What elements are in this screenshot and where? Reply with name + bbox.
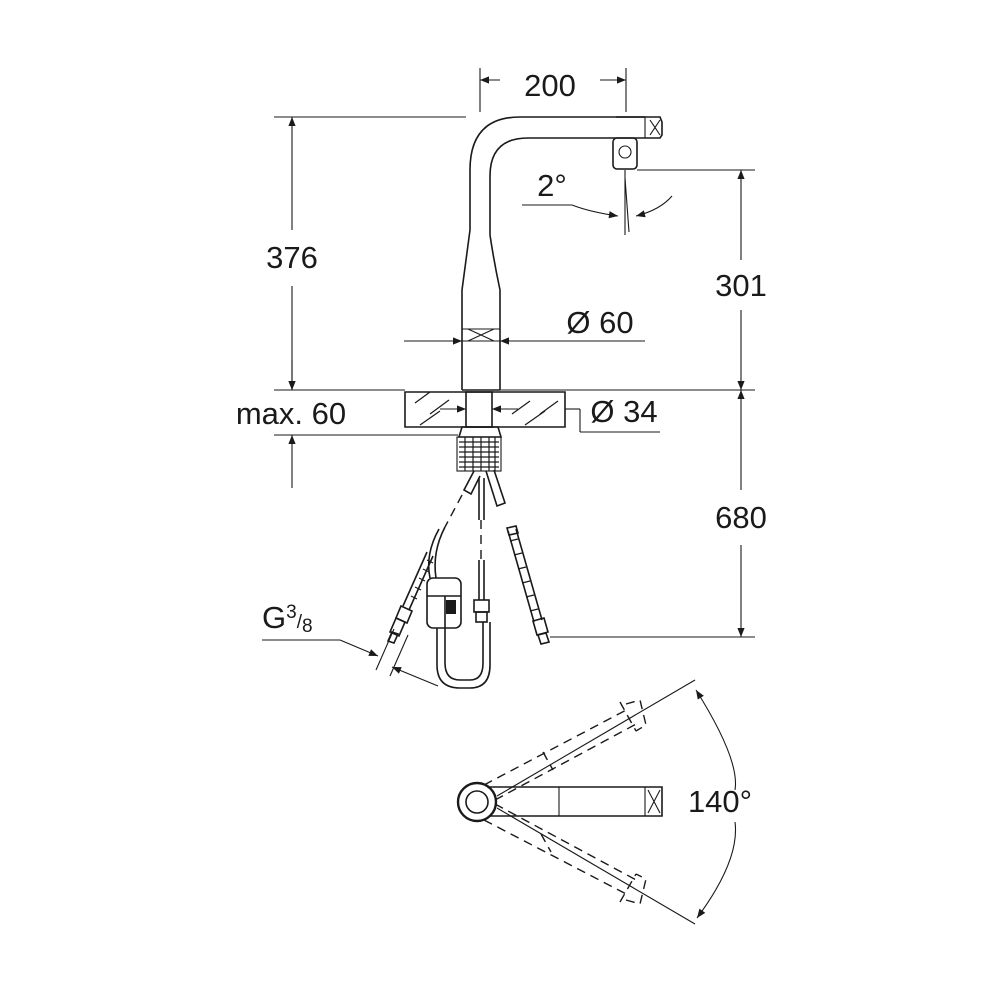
- spray-angle-label: 2°: [537, 168, 567, 203]
- thread-slash: /: [297, 612, 303, 633]
- supply-hoses: [386, 469, 551, 689]
- dimension-diameter-60: Ø 60: [404, 305, 645, 345]
- hole-diameter-label: Ø 34: [590, 394, 657, 429]
- total-height-label: 376: [266, 240, 318, 275]
- dimension-angle-2deg: 2°: [522, 168, 673, 235]
- dimension-hose-680: 680: [550, 390, 767, 638]
- countertop-section: [404, 391, 566, 472]
- hose-length-label: 680: [715, 500, 767, 535]
- dimension-height-376: 376: [266, 116, 466, 391]
- thread-numerator-label: 3: [286, 602, 297, 623]
- thread-denominator-label: 8: [302, 616, 313, 637]
- faucet-top-view: 140°: [456, 679, 752, 925]
- body-diameter-label: Ø 60: [566, 305, 633, 340]
- thread-prefix-label: G: [262, 600, 286, 635]
- dimension-max-deck: max. 60: [236, 360, 458, 488]
- reach-label: 200: [524, 68, 576, 103]
- dimension-thread-g38: G3/8: [262, 600, 439, 687]
- svg-text:G3/8: G3/8: [262, 600, 313, 637]
- dimension-height-301: 301: [500, 169, 767, 391]
- dimension-reach-200: 200: [479, 68, 627, 112]
- dimension-diameter-34: Ø 34: [440, 394, 660, 433]
- spout-height-label: 301: [715, 268, 767, 303]
- faucet-side-view: [386, 116, 663, 689]
- swivel-angle-label: 140°: [688, 784, 752, 819]
- max-deck-label: max. 60: [236, 396, 346, 431]
